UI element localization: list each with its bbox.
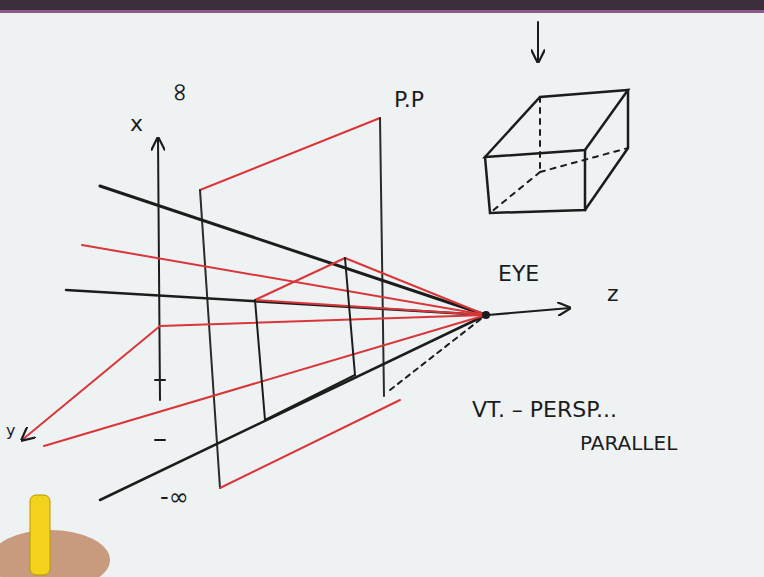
sketch-label: x (128, 112, 145, 136)
marker (30, 495, 50, 575)
hidden-edge (490, 97, 628, 213)
eye-point (482, 311, 490, 319)
projection (345, 258, 355, 375)
ray (100, 315, 486, 500)
view-arrow (537, 22, 539, 62)
sketch-label: P.P (392, 88, 426, 112)
picture-plane (200, 118, 380, 190)
sketch-label: y (4, 422, 17, 440)
ray (82, 245, 486, 315)
ray (66, 290, 486, 315)
sketch-label: EYE (496, 262, 541, 286)
board-edge (0, 10, 764, 13)
sketch-label: z (605, 282, 621, 306)
z-axis (488, 308, 570, 315)
ray (390, 315, 486, 390)
tick (155, 379, 165, 381)
ray (44, 315, 486, 446)
x-axis (158, 138, 160, 400)
y-axis (22, 326, 160, 440)
ray (255, 300, 486, 315)
box-sketch (585, 90, 628, 210)
projection (255, 300, 265, 420)
sketch-label: PARALLEL (578, 432, 679, 454)
ray (345, 258, 486, 315)
picture-plane (220, 400, 400, 488)
projection (255, 258, 345, 300)
picture-plane (380, 118, 384, 396)
tick (155, 439, 165, 441)
sketch-label: -∞ (158, 484, 191, 510)
board-edge (0, 0, 764, 10)
sketch-label: VT. – PERSP... (470, 398, 619, 422)
box-sketch (485, 90, 628, 157)
ray (160, 315, 486, 326)
projection (265, 375, 355, 420)
sketch-label: ∞ (167, 79, 196, 105)
hand (0, 530, 110, 577)
box-sketch (485, 150, 585, 213)
